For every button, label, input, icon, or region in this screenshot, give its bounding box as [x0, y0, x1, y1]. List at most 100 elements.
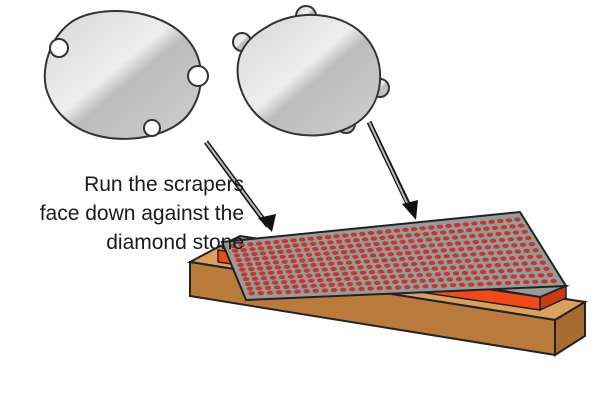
wood-side: [554, 300, 586, 357]
stone-dot: [530, 261, 537, 266]
stone-dot: [386, 269, 394, 274]
stone-dot: [342, 233, 349, 238]
stone-dot: [495, 231, 502, 237]
stone-dot: [449, 283, 457, 288]
stone-dot: [468, 282, 475, 287]
stone-dot: [332, 272, 340, 277]
stone-dot: [416, 255, 424, 260]
stone-dot: [512, 230, 520, 235]
stone-dot: [413, 267, 421, 272]
stone-dot: [445, 223, 452, 228]
stone-dot: [434, 236, 441, 242]
stone-dot: [290, 279, 297, 284]
stone-dot: [301, 284, 308, 289]
stone-dot: [350, 232, 357, 237]
stone-dot: [486, 232, 493, 237]
stone-dot: [349, 287, 356, 292]
stone-dot: [294, 269, 302, 274]
stone-dot: [349, 249, 356, 254]
stone-dot: [237, 262, 244, 268]
stone-dot: [465, 228, 473, 233]
stone-dot: [244, 257, 251, 262]
stone-dot: [278, 275, 286, 280]
stone-dot: [451, 235, 459, 240]
stone-dot: [539, 260, 546, 265]
stone-dot: [541, 279, 548, 284]
stone-dot: [310, 262, 317, 268]
stone-dot: [470, 270, 478, 275]
stone-dot: [474, 227, 481, 232]
stone-dot: [434, 272, 442, 277]
stone-dot: [449, 247, 456, 252]
stone-dot: [527, 254, 534, 260]
stone-dot: [493, 244, 500, 249]
stone-dot: [416, 238, 424, 243]
stone-dot: [387, 252, 394, 257]
stone-dot: [323, 251, 330, 256]
stone-dot: [457, 228, 464, 234]
stone-dot: [408, 239, 415, 244]
stone-dot: [389, 274, 396, 279]
stone-dot: [519, 242, 527, 247]
stone-dot: [384, 263, 391, 268]
stone-dot: [334, 255, 341, 261]
stone-dot: [257, 246, 265, 251]
stone-dot: [308, 278, 315, 283]
stone-dot: [260, 276, 268, 281]
stone-dot: [525, 267, 532, 272]
stone-dot: [341, 271, 349, 276]
stone-dot: [410, 227, 418, 232]
stone-dot: [275, 290, 283, 295]
stone-dot: [248, 267, 255, 272]
stone-dot: [484, 245, 491, 250]
stone-dot: [434, 254, 442, 259]
stone-dot: [238, 243, 245, 248]
stone-dot: [358, 286, 365, 292]
stone-dot: [242, 277, 250, 282]
stone-dot: [371, 275, 378, 280]
stone-dot: [246, 262, 253, 267]
arrow-head-right: [402, 200, 418, 220]
stone-dot: [357, 265, 364, 270]
stone-dot: [325, 256, 333, 261]
stone-dot: [376, 230, 383, 235]
stone-dot: [380, 275, 387, 280]
stone-dot: [310, 283, 317, 288]
stone-dot: [479, 251, 486, 256]
stone-dot: [405, 233, 412, 238]
stone-dot: [511, 243, 518, 248]
stone-dot: [510, 274, 517, 279]
stone-dot: [274, 265, 282, 270]
stone-dot: [359, 270, 367, 275]
stone-dot: [523, 280, 530, 285]
stone-dot: [345, 260, 353, 265]
stone-dot: [528, 273, 535, 278]
stone-dot: [503, 262, 510, 267]
stone-dot: [263, 261, 271, 266]
stone-dot: [261, 256, 269, 261]
stone-dot: [419, 244, 427, 249]
caption-line-1: Run the scrapers: [84, 173, 244, 196]
stone-dot: [518, 255, 525, 260]
stone-dot: [428, 278, 435, 283]
stone-dot: [266, 245, 273, 250]
stone-dot: [312, 268, 319, 273]
stone-dot: [240, 247, 247, 253]
stone-dot: [436, 224, 444, 229]
stone-dot: [422, 267, 430, 272]
stone-dot: [277, 249, 284, 254]
stone-dot: [337, 282, 344, 287]
stone-dot: [281, 239, 289, 244]
stone-dot: [257, 291, 264, 296]
stone-dot: [509, 256, 516, 261]
stone-dot: [446, 259, 453, 264]
stone-dot: [488, 219, 495, 224]
stone-dot: [353, 276, 360, 281]
stone-dot: [340, 287, 347, 292]
stone-dot: [344, 238, 351, 243]
stone-dot: [271, 280, 279, 285]
stone-dot: [443, 236, 450, 241]
stone-dot: [467, 264, 475, 269]
stone-dot: [546, 272, 554, 277]
stone-dot: [368, 270, 376, 275]
